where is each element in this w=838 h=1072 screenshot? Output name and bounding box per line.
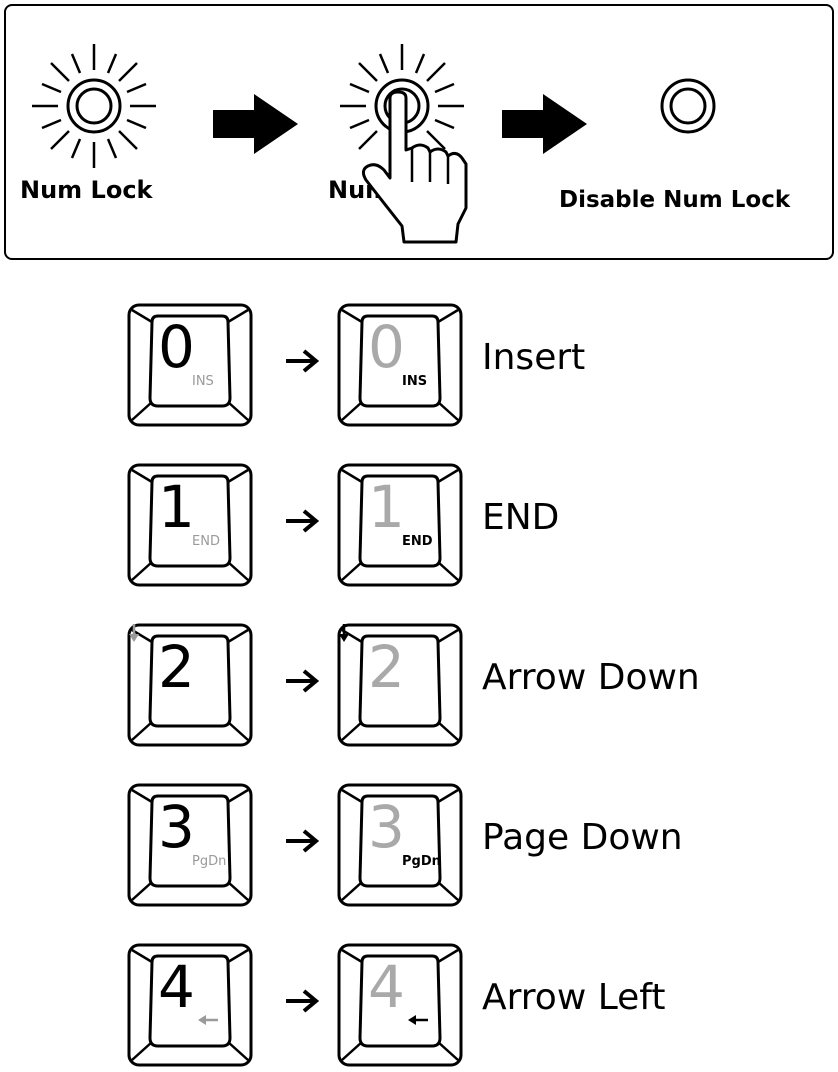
- num-lock-label: Num Lock: [20, 176, 153, 204]
- keycap-frame: [127, 783, 253, 907]
- keycap-frame: [337, 303, 463, 427]
- arrow-left-icon: [198, 1015, 218, 1025]
- numpad-key-numlock-on: 0 INS: [126, 302, 254, 428]
- key-digit-dimmed: 3: [368, 793, 405, 861]
- key-row: 2 2 Arrow Down: [0, 622, 838, 748]
- right-arrow-icon: [286, 509, 320, 533]
- key-row: 3 PgDn 3 PgDn Page Down: [0, 782, 838, 908]
- key-digit-dimmed: 4: [368, 953, 405, 1021]
- numpad-key-numlock-off: 4: [336, 942, 464, 1068]
- numlock-sequence-panel: Num Lock Num Lock Disable Num Lock: [4, 4, 834, 260]
- right-arrow-icon: [502, 94, 587, 154]
- key-digit-dimmed: 2: [368, 633, 405, 701]
- key-digit: 2: [158, 633, 195, 701]
- key-function-label: Page Down: [482, 817, 683, 858]
- keycap-frame: [337, 783, 463, 907]
- numpad-key-numlock-on: 3 PgDn: [126, 782, 254, 908]
- numpad-key-numlock-off: 1 END: [336, 462, 464, 588]
- key-digit: 4: [158, 953, 195, 1021]
- key-secondary-label: END: [192, 534, 220, 549]
- led-on-icon: [32, 44, 156, 168]
- key-row: 4 4 Arrow Left: [0, 942, 838, 1068]
- key-secondary-label: INS: [192, 374, 214, 389]
- key-digit-dimmed: 1: [368, 473, 405, 541]
- key-secondary-label: END: [402, 534, 433, 549]
- key-row: 1 END 1 END END: [0, 462, 838, 588]
- key-digit: 0: [158, 313, 195, 381]
- key-digit: 1: [158, 473, 195, 541]
- keycap-frame: [127, 943, 253, 1067]
- key-function-label: Insert: [482, 337, 586, 378]
- numpad-key-numlock-off: 2: [336, 622, 464, 748]
- keycap-frame: [337, 463, 463, 587]
- pointing-hand-icon: [361, 90, 468, 244]
- key-secondary-label: PgDn: [192, 854, 227, 869]
- key-digit: 3: [158, 793, 195, 861]
- key-function-label: Arrow Left: [482, 977, 666, 1018]
- right-arrow-icon: [286, 989, 320, 1013]
- arrow-down-icon: [129, 624, 139, 642]
- keycap-frame: [127, 623, 253, 747]
- right-arrow-icon: [286, 829, 320, 853]
- numpad-key-numlock-off: 0 INS: [336, 302, 464, 428]
- led-off-icon: [660, 78, 716, 134]
- keycap-frame: [127, 303, 253, 427]
- numpad-key-numlock-off: 3 PgDn: [336, 782, 464, 908]
- right-arrow-icon: [213, 94, 298, 154]
- key-row: 0 INS 0 INS Insert: [0, 302, 838, 428]
- arrow-down-icon: [339, 624, 349, 642]
- key-function-label: Arrow Down: [482, 657, 700, 698]
- arrow-left-icon: [408, 1015, 428, 1025]
- right-arrow-icon: [286, 669, 320, 693]
- key-secondary-label: PgDn: [402, 854, 441, 869]
- keycap-frame: [127, 463, 253, 587]
- disable-num-lock-label: Disable Num Lock: [559, 187, 791, 213]
- numpad-key-numlock-on: 4: [126, 942, 254, 1068]
- keycap-frame: [337, 623, 463, 747]
- right-arrow-icon: [286, 349, 320, 373]
- numpad-key-numlock-on: 2: [126, 622, 254, 748]
- key-digit-dimmed: 0: [368, 313, 405, 381]
- sequence-graphics: [32, 44, 716, 168]
- numpad-key-numlock-on: 1 END: [126, 462, 254, 588]
- keycap-frame: [337, 943, 463, 1067]
- key-function-label: END: [482, 497, 560, 538]
- key-secondary-label: INS: [402, 374, 428, 389]
